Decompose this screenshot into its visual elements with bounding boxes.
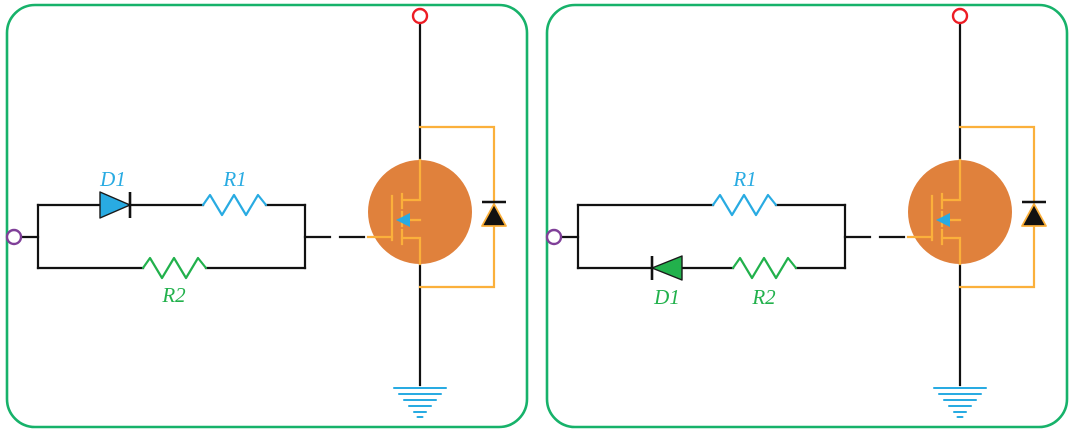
circuit-panel-left: D1 R1 R2: [5, 3, 529, 429]
ground-symbol: [933, 387, 987, 418]
mosfet-arrow-icon: [936, 213, 950, 227]
resistor-r1: [711, 193, 778, 217]
label-d1: D1: [99, 167, 126, 191]
circuit-panel-right: R1 D1 R2: [545, 3, 1069, 429]
input-terminal: [545, 228, 563, 246]
mosfet-body-diode: [958, 125, 1047, 289]
resistor-r1: [201, 193, 268, 217]
supply-terminal: [411, 7, 429, 25]
label-r1: R1: [732, 167, 756, 191]
supply-terminal: [951, 7, 969, 25]
wires: [19, 21, 422, 387]
diode-d1: [650, 255, 683, 281]
resistor-r2: [731, 256, 798, 280]
panel-border: [5, 3, 529, 429]
wires: [559, 21, 962, 387]
mosfet-body-diode: [418, 125, 507, 289]
ground-symbol: [393, 387, 447, 418]
resistor-r2: [141, 256, 208, 280]
mosfet: [366, 158, 472, 266]
mosfet: [906, 158, 1012, 266]
label-d1: D1: [653, 285, 680, 309]
diode-d1: [99, 191, 132, 219]
label-r1: R1: [222, 167, 246, 191]
mosfet-arrow-icon: [396, 213, 410, 227]
input-terminal: [5, 228, 23, 246]
label-r2: R2: [161, 283, 186, 307]
label-r2: R2: [751, 285, 776, 309]
panel-border: [545, 3, 1069, 429]
